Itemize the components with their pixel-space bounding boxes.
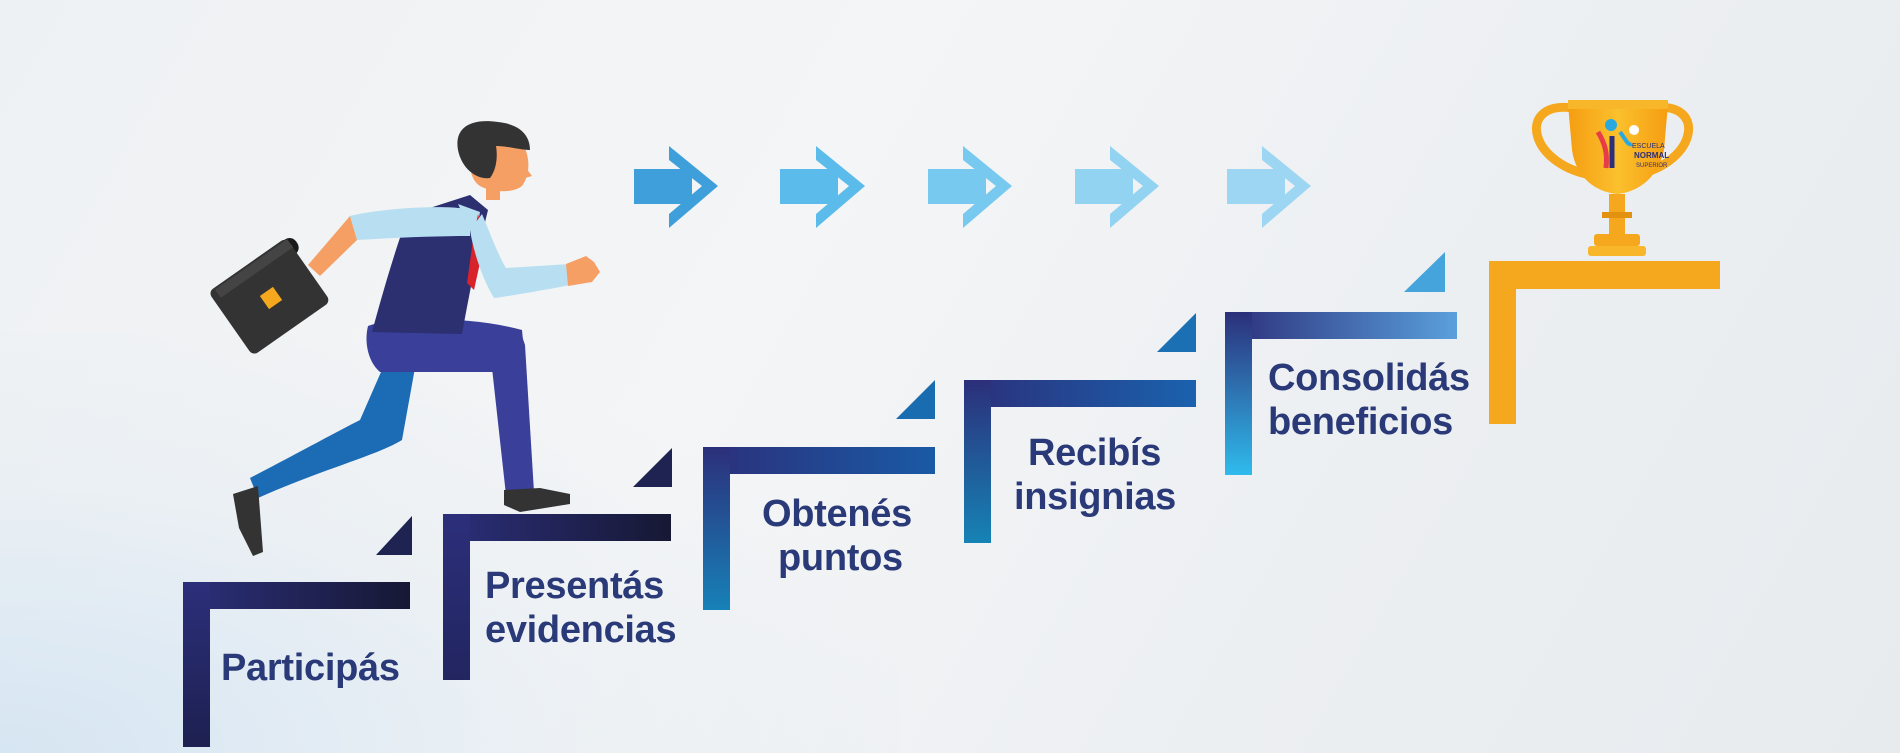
step-1-label: Participás <box>221 646 400 690</box>
step-1-corner <box>376 516 412 555</box>
step-3-label-line2: puntos <box>778 537 903 579</box>
step-2-label-line1: Presentás <box>485 565 664 607</box>
step-5-label-line1: Consolidás <box>1268 357 1470 399</box>
right-arrow-icon <box>1075 146 1159 228</box>
step-2-corner <box>633 448 672 487</box>
step-4-label-line1: Recibís <box>1028 432 1162 474</box>
briefcase-icon <box>210 238 329 354</box>
step-2-label: Presentás evidencias <box>485 564 677 652</box>
step-4-label: Recibís insignias <box>1014 431 1176 519</box>
right-arrow-icon <box>634 146 718 228</box>
right-arrow-icon <box>928 146 1012 228</box>
step-1-label-line1: Participás <box>221 647 400 689</box>
step-5-corner <box>1404 252 1445 292</box>
step-final <box>1489 261 1720 424</box>
right-arrow-icon <box>780 146 865 228</box>
trophy-logo-sub-text: SUPERIOR <box>1636 163 1668 169</box>
trophy-logo-main-text: NORMAL <box>1634 151 1669 160</box>
step-3-corner <box>896 380 935 419</box>
trophy-logo: ESCUELA NORMAL SUPERIOR <box>1595 119 1669 169</box>
step-5-label-line2: beneficios <box>1268 401 1453 443</box>
trophy-icon: ESCUELA NORMAL SUPERIOR <box>1532 100 1693 256</box>
step-4-label-line2: insignias <box>1014 476 1177 518</box>
step-4 <box>964 313 1196 543</box>
step-5 <box>1225 252 1457 475</box>
businessman-running-icon <box>210 121 600 556</box>
step-2-label-line2: evidencias <box>485 609 677 651</box>
step-3 <box>703 380 935 610</box>
step-5-label: Consolidás beneficios <box>1268 356 1470 444</box>
step-1 <box>183 516 412 747</box>
step-3-label-line1: Obtenés <box>762 493 912 535</box>
step-2 <box>443 448 672 680</box>
right-arrow-icon <box>1227 146 1311 228</box>
trophy-logo-top-text: ESCUELA <box>1632 143 1665 150</box>
progress-arrows <box>634 146 1311 228</box>
step-3-label: Obtenés puntos <box>762 492 912 580</box>
step-4-corner <box>1157 313 1196 352</box>
